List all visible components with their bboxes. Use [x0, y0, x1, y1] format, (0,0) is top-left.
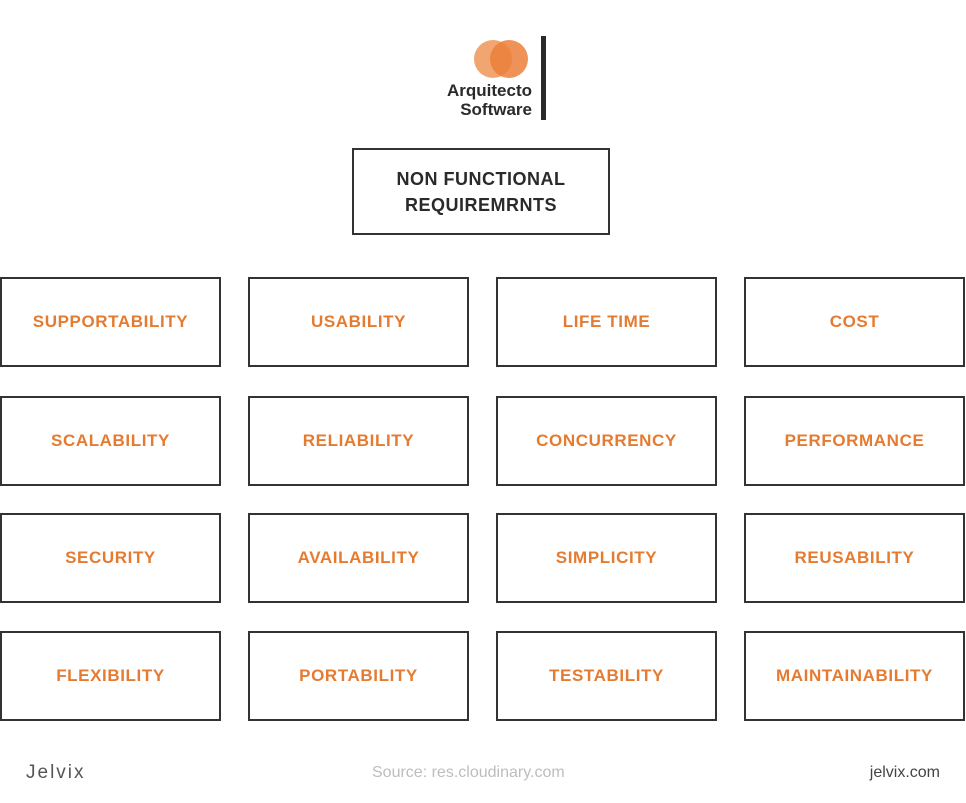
requirement-label: MAINTAINABILITY [776, 666, 933, 685]
logo-text: Arquitecto Software [447, 81, 532, 119]
requirement-box: SCALABILITY [0, 396, 221, 486]
logo-circle-right [490, 40, 528, 78]
requirement-label: SIMPLICITY [555, 548, 658, 567]
requirement-box: FLEXIBILITY [0, 631, 221, 721]
requirement-box: PORTABILITY [248, 631, 469, 721]
requirement-box: SECURITY [0, 513, 221, 603]
requirement-label: SUPPORTABILITY [32, 312, 189, 331]
requirement-label: AVAILABILITY [297, 548, 420, 567]
requirement-label: COST [829, 312, 880, 331]
requirement-label: PERFORMANCE [784, 431, 925, 450]
requirement-box: LIFE TIME [496, 277, 717, 367]
requirement-box: SIMPLICITY [496, 513, 717, 603]
requirement-box: CONCURRENCY [496, 396, 717, 486]
requirement-box: AVAILABILITY [248, 513, 469, 603]
requirement-box: SUPPORTABILITY [0, 277, 221, 367]
site-url: jelvix.com [869, 764, 940, 781]
requirement-label: REUSABILITY [794, 548, 915, 567]
requirement-label: USABILITY [310, 312, 407, 331]
title-line2: REQUIREMRNTS [404, 194, 557, 215]
requirement-label: SCALABILITY [51, 431, 170, 450]
title-line1: NON FUNCTIONAL [396, 168, 566, 189]
logo-divider-bar [541, 36, 546, 120]
requirement-label: CONCURRENCY [536, 431, 677, 450]
requirement-box: COST [744, 277, 965, 367]
source-credit: Source: res.cloudinary.com [372, 764, 565, 781]
requirement-box: USABILITY [248, 277, 469, 367]
logo-text-line1: Arquitecto [447, 81, 532, 100]
requirement-box: MAINTAINABILITY [744, 631, 965, 721]
title-box: NON FUNCTIONAL REQUIREMRNTS [352, 148, 610, 235]
requirement-box: TESTABILITY [496, 631, 717, 721]
requirement-label: PORTABILITY [299, 666, 418, 685]
requirement-label: TESTABILITY [549, 666, 664, 685]
arquitecto-software-logo: Arquitecto Software [420, 36, 550, 126]
requirement-label: RELIABILITY [302, 431, 415, 450]
requirement-label: LIFE TIME [562, 312, 651, 331]
logo-circles-icon [474, 40, 530, 78]
requirement-box: REUSABILITY [744, 513, 965, 603]
requirement-box: PERFORMANCE [744, 396, 965, 486]
requirement-label: FLEXIBILITY [56, 666, 165, 685]
logo-text-line2: Software [460, 100, 532, 119]
jelvix-brand-logo: Jelvix [26, 762, 86, 783]
requirement-label: SECURITY [65, 548, 156, 567]
requirement-box: RELIABILITY [248, 396, 469, 486]
